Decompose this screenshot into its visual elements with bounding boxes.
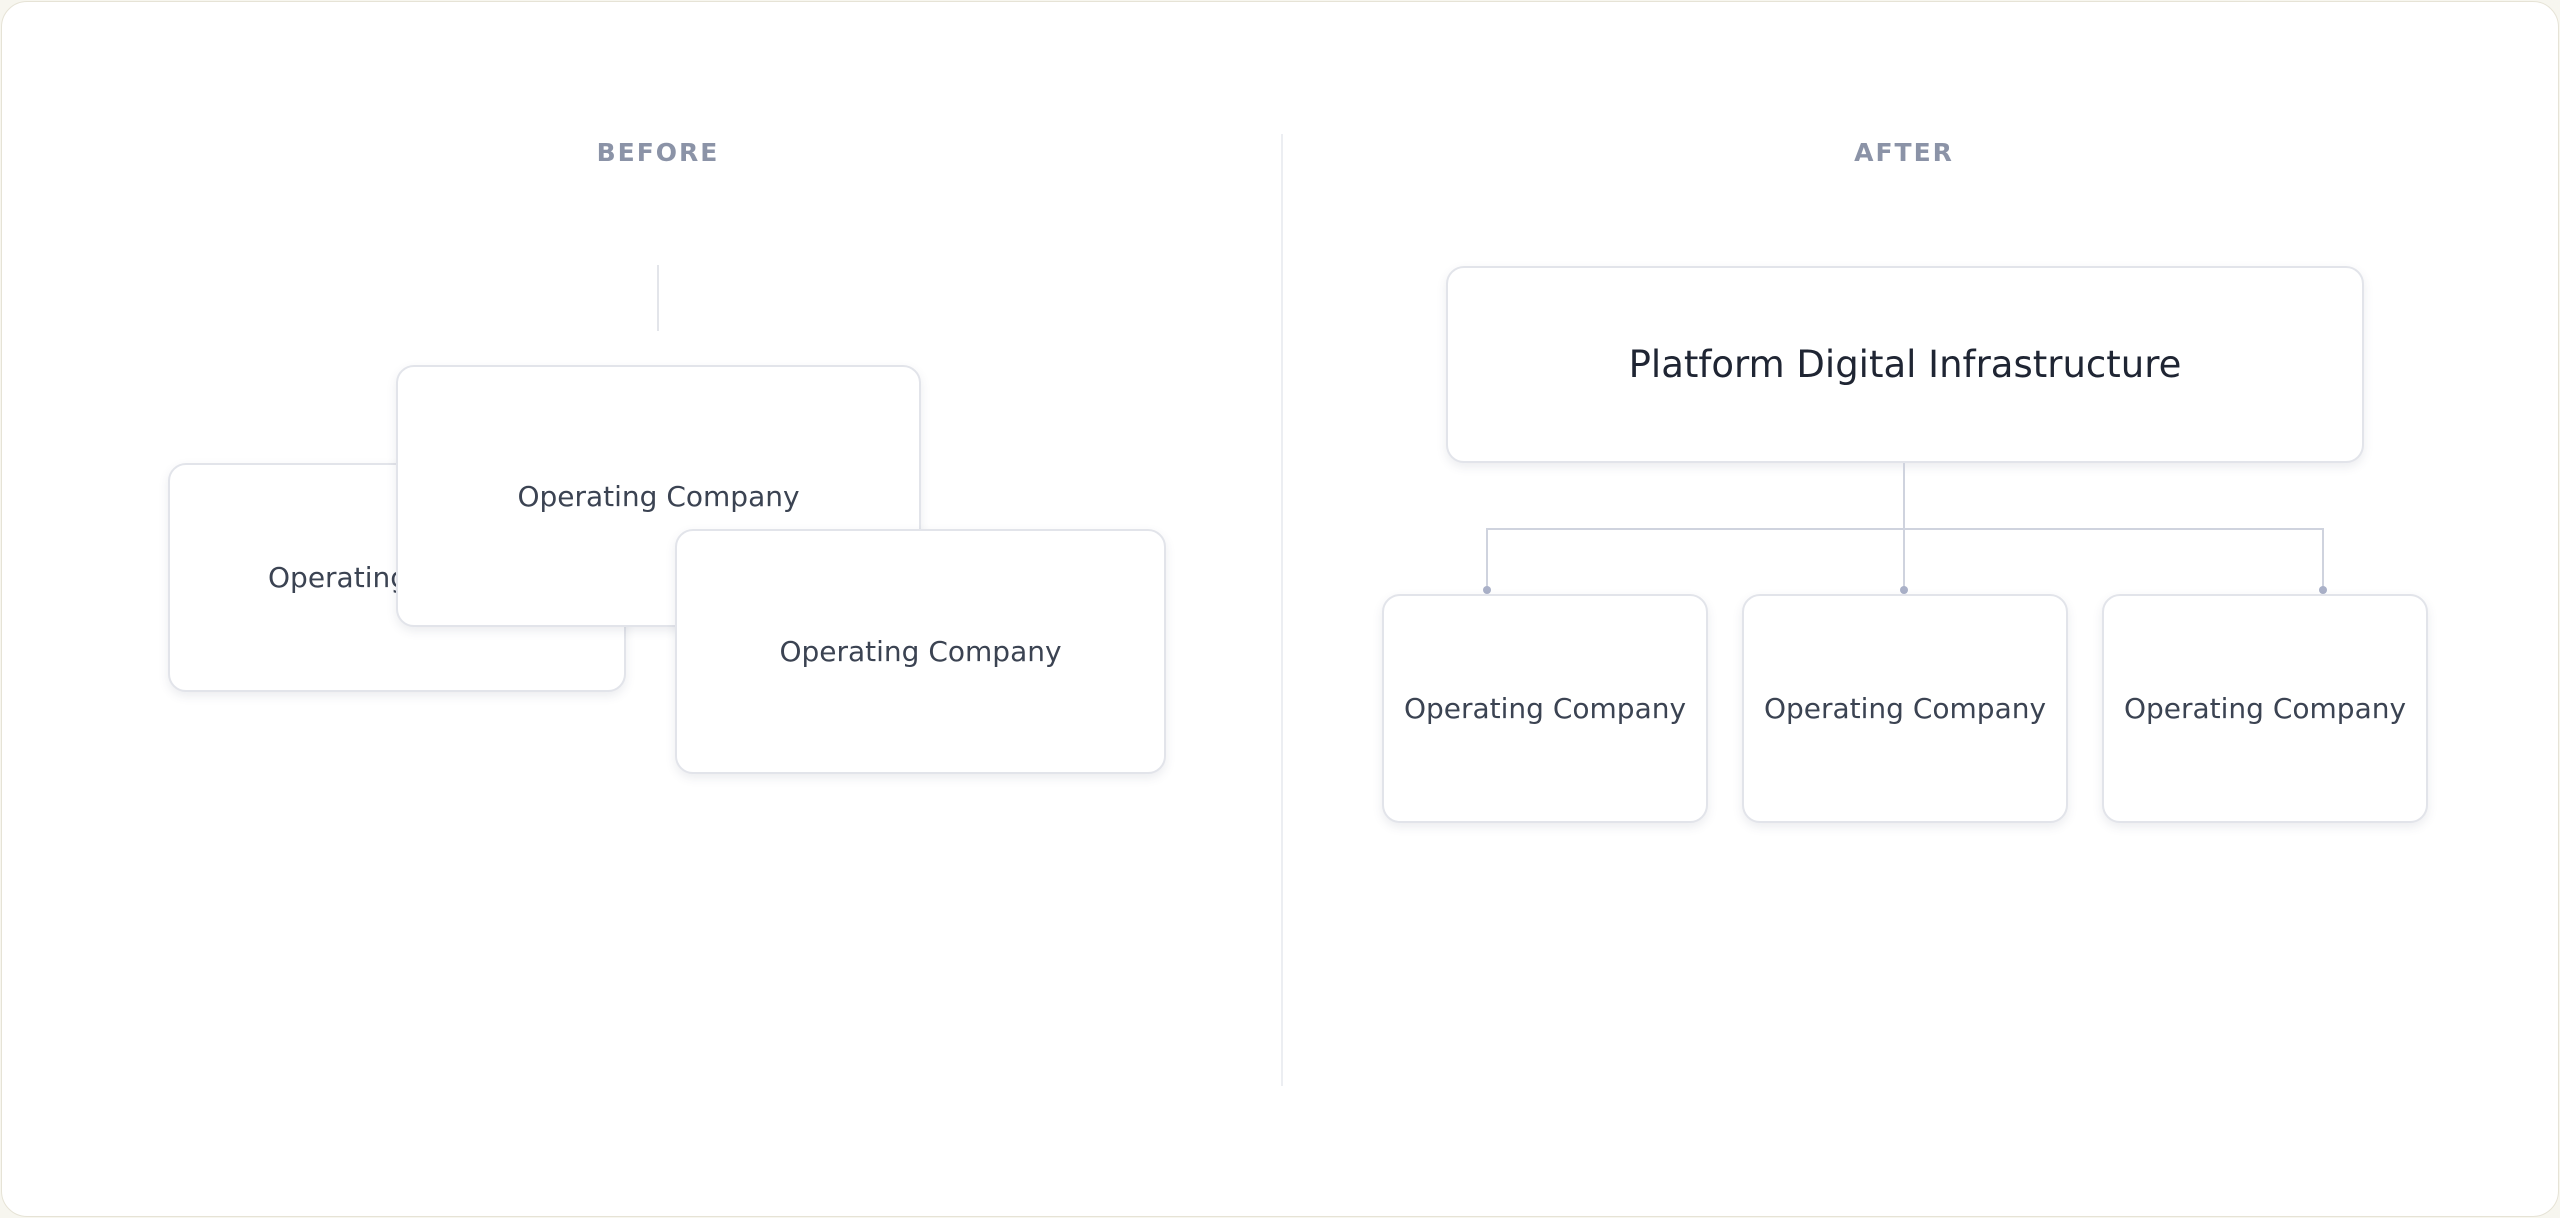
before-card-back-label: Operating	[268, 561, 408, 594]
branch-connector	[1486, 528, 2324, 530]
branch-drop-2	[1903, 528, 1905, 590]
root-node-label: Platform Digital Infrastructure	[1628, 343, 2182, 386]
trunk-connector	[1903, 463, 1905, 529]
child-node-1-label: Operating Company	[1403, 692, 1687, 725]
before-card-front-label: Operating Company	[779, 635, 1062, 668]
connector-dot-1	[1483, 586, 1491, 594]
before-connector-stub	[657, 265, 659, 331]
connector-dot-3	[2319, 586, 2327, 594]
child-node-2-label: Operating Company	[1763, 692, 2047, 725]
child-node-2: Operating Company	[1742, 594, 2068, 823]
before-heading: BEFORE	[596, 138, 720, 167]
connector-dot-2	[1900, 586, 1908, 594]
root-node: Platform Digital Infrastructure	[1446, 266, 2364, 463]
section-divider	[1281, 134, 1283, 1086]
child-node-1: Operating Company	[1382, 594, 1708, 823]
before-card-middle-label: Operating Company	[517, 479, 800, 513]
after-heading: AFTER	[1854, 138, 1954, 167]
branch-drop-1	[1486, 528, 1488, 590]
child-node-3-label: Operating Company	[2123, 692, 2407, 725]
child-node-3: Operating Company	[2102, 594, 2428, 823]
before-card-front: Operating Company	[675, 529, 1166, 774]
branch-drop-3	[2322, 528, 2324, 590]
